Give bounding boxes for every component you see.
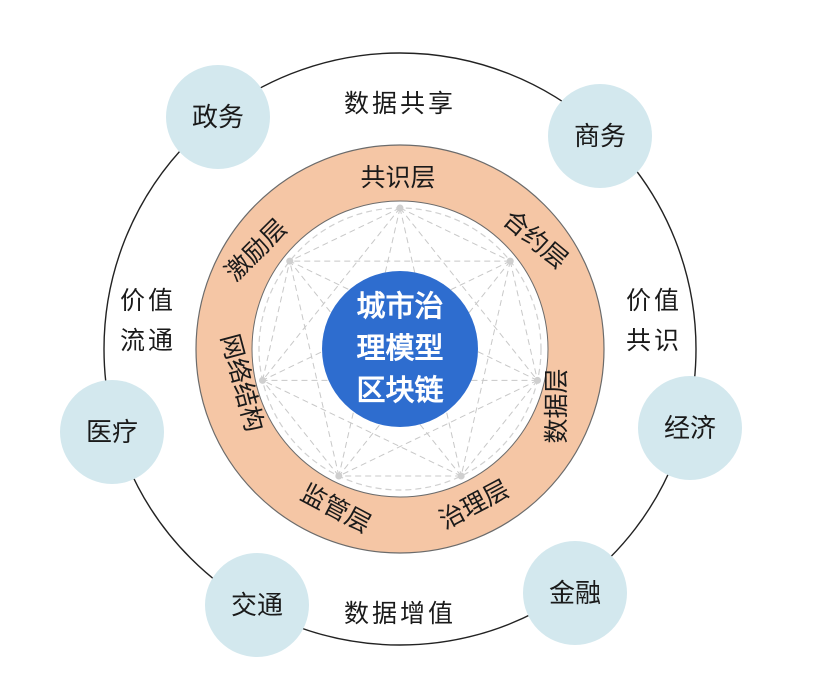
mesh-line [262,260,291,381]
mesh-node [259,376,267,384]
layer-data: 数据层 [542,368,571,443]
svg-text:商务: 商务 [574,122,626,152]
mesh-node [396,204,404,212]
label-value-circulation-2: 流通 [120,326,176,355]
label-value-consensus-1: 价值 [626,286,682,315]
mesh-line [289,207,401,262]
mesh-line [399,207,462,477]
svg-text:金融: 金融 [549,579,601,609]
label-data-appreciation: 数据增值 [344,599,456,628]
mesh-node [506,257,514,265]
mesh-line [289,260,538,381]
node-gov: 政务 [166,65,270,169]
svg-text:经济: 经济 [664,414,716,444]
node-economy: 经济 [638,376,742,480]
mesh-line [262,379,462,477]
outer-ring [103,52,697,646]
mesh-line [460,260,511,477]
mesh-node [335,472,343,480]
mesh-node [457,472,465,480]
core-line-2: 理模型 [356,331,443,365]
mesh-line [262,380,340,477]
svg-text:政务: 政务 [192,103,244,133]
core-circle [322,271,478,427]
node-business: 商务 [548,84,652,188]
mesh-line [399,207,511,262]
mesh-line [289,260,462,477]
mesh-line [338,379,538,477]
mesh-line [338,207,401,477]
mesh-line [460,380,538,477]
mesh-line [399,207,538,381]
mesh-line [509,260,538,381]
mesh-node [533,376,541,384]
svg-text:交通: 交通 [231,591,283,621]
node-finance: 金融 [523,541,627,645]
layer-mesh [259,204,541,480]
label-data-sharing: 数据共享 [344,89,456,118]
mesh-line [338,260,511,477]
mesh-line [289,260,340,477]
mesh-line [262,260,511,381]
mesh-line [262,207,401,381]
node-transport: 交通 [205,553,309,657]
core-line-1: 城市治 [356,289,443,323]
label-value-consensus-2: 共识 [626,326,682,355]
core-line-3: 区块链 [356,373,443,407]
node-medical: 医疗 [60,380,164,484]
svg-text:医疗: 医疗 [86,418,138,448]
layer-consensus: 共识层 [360,163,435,192]
mesh-node [286,257,294,265]
label-value-circulation-1: 价值 [120,286,176,315]
